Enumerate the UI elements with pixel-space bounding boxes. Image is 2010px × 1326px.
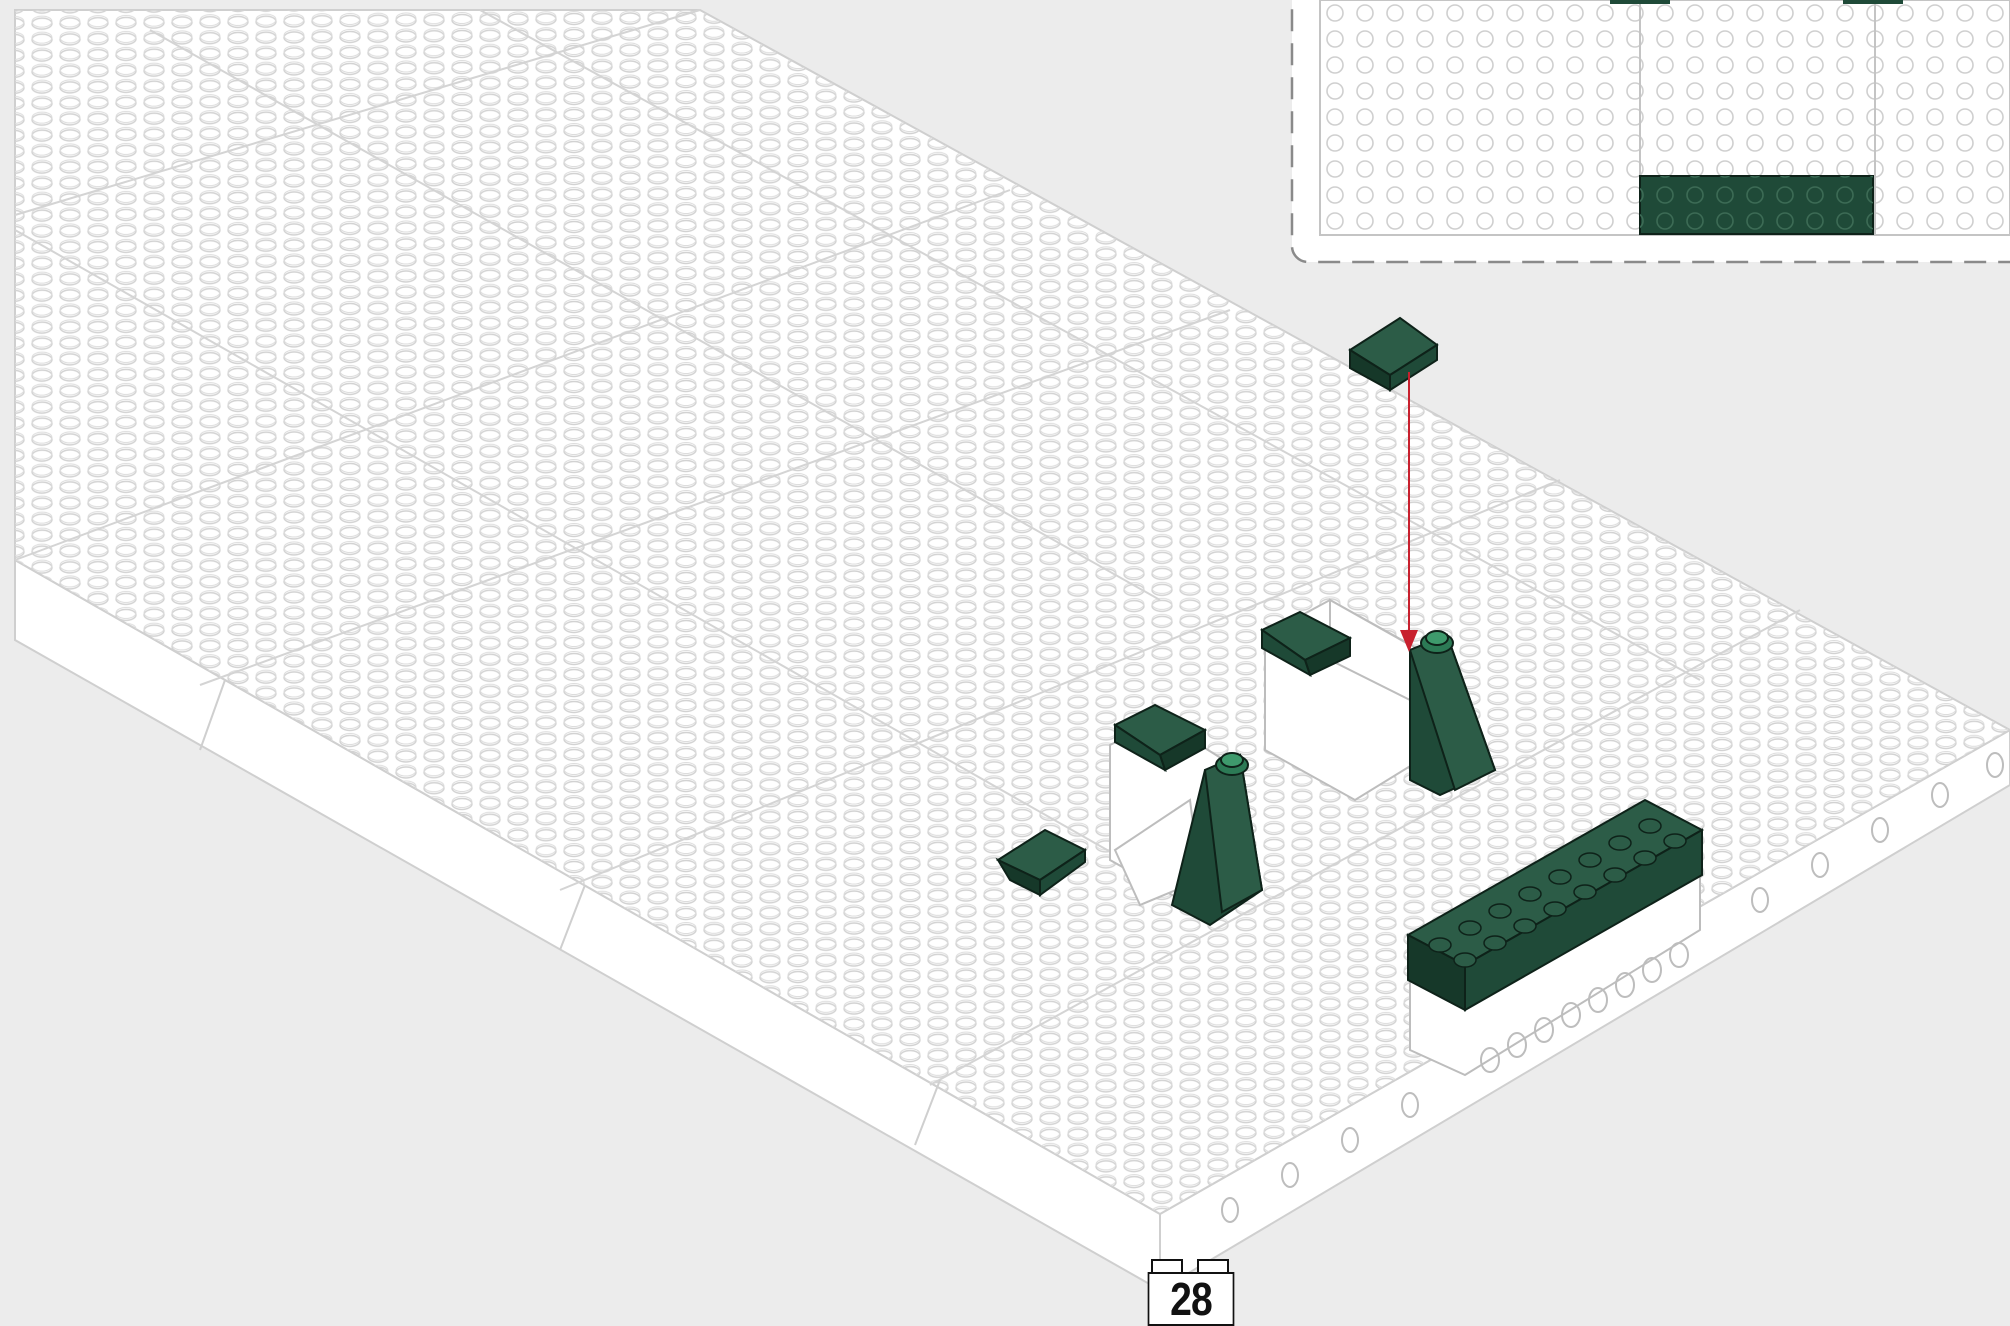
step-number: 28 xyxy=(1148,1272,1235,1326)
callout-inset xyxy=(1292,0,2010,262)
inset-green-marker-1 xyxy=(1610,0,1670,4)
inset-green-marker-2 xyxy=(1843,0,1903,4)
step-number-badge: 28 xyxy=(1140,1258,1242,1324)
